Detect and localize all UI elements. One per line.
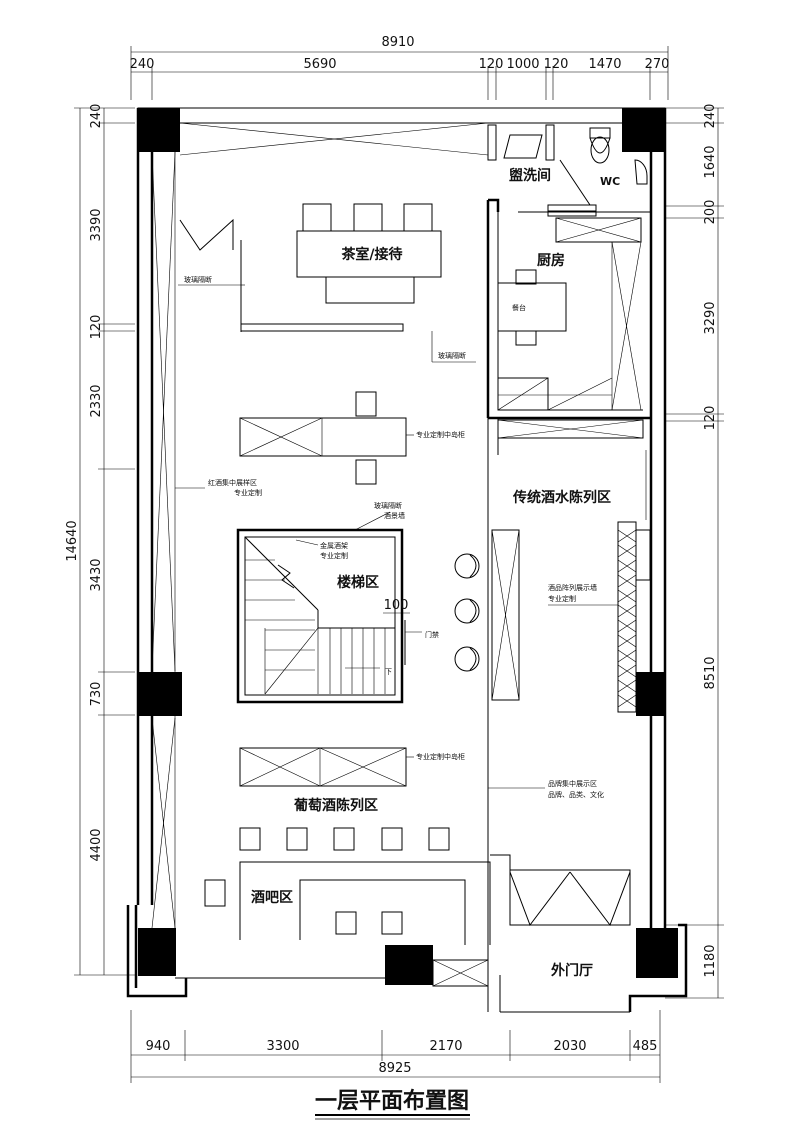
brand-zone-note: 品牌集中展示区 品牌、品类、文化 xyxy=(488,779,604,799)
right-dim-1: 240 xyxy=(703,104,718,129)
brand-note-2: 品牌、品类、文化 xyxy=(548,790,604,799)
island-note-2: 专业定制中岛柜 xyxy=(416,752,465,761)
chair xyxy=(403,203,433,232)
stool xyxy=(335,911,357,935)
stair-down-label: 下 xyxy=(385,668,392,676)
right-dim-2: 1640 xyxy=(703,145,718,178)
metal-rack-note-2: 专业定制 xyxy=(320,551,348,560)
grape-zone-label: 葡萄酒陈列区 xyxy=(293,797,378,814)
exterior-walls xyxy=(126,107,688,1013)
right-dimensions: 240 1640 200 3290 120 8510 1180 xyxy=(665,104,724,999)
left-dim-5: 3430 xyxy=(89,558,104,591)
left-total-dim: 14640 xyxy=(65,520,80,561)
bottom-dim-3: 2170 xyxy=(429,1039,462,1054)
left-dimensions: 14640 240 3390 120 2330 3430 730 4400 xyxy=(65,104,135,976)
traditional-zone-label: 传统酒水陈列区 xyxy=(512,489,611,506)
glass-partition-note-1: 玻璃隔断 xyxy=(184,275,212,284)
left-dim-6: 730 xyxy=(89,682,104,707)
island-note-1: 专业定制中岛柜 xyxy=(416,430,465,439)
kitchen: 厨房 餐台 xyxy=(486,198,651,420)
washroom: 盥洗间 WC xyxy=(487,124,651,217)
bottom-total-dim: 8925 xyxy=(378,1061,411,1076)
glass-scene-note-1: 玻璃隔断 xyxy=(374,501,402,510)
top-dim-4: 1000 xyxy=(506,57,539,72)
bottom-dim-5: 485 xyxy=(633,1039,658,1054)
stool xyxy=(428,827,450,851)
stool xyxy=(333,827,355,851)
top-dim-7: 270 xyxy=(645,57,670,72)
structural-columns xyxy=(138,108,678,985)
chair xyxy=(353,203,383,232)
stool xyxy=(355,459,377,485)
right-dim-3: 200 xyxy=(703,200,718,225)
washroom-label: 盥洗间 xyxy=(509,167,551,184)
kitchen-label: 厨房 xyxy=(537,252,565,269)
traditional-wine-zone: 传统酒水陈列区 酒品阵列展示墙 专业定制 xyxy=(454,418,651,1012)
stool xyxy=(381,911,403,935)
tea-bench xyxy=(325,276,415,304)
top-dim-6: 1470 xyxy=(588,57,621,72)
redwine-note-2: 专业定制 xyxy=(234,488,262,497)
top-dim-5: 120 xyxy=(544,57,569,72)
top-total-dim: 8910 xyxy=(381,35,414,50)
island-cabinet-2: 专业定制中岛柜 xyxy=(239,747,465,787)
door-lock-note: 门禁 xyxy=(425,630,439,639)
tea-room: 茶室/接待 玻璃隔断 玻璃隔断 xyxy=(178,203,476,363)
left-dim-4: 2330 xyxy=(89,384,104,417)
top-dim-1: 240 xyxy=(130,57,155,72)
dining-table xyxy=(497,282,567,332)
stair-dim-100: 100 xyxy=(384,598,409,613)
grape-wine-zone: 葡萄酒陈列区 xyxy=(239,797,450,851)
wine-wall xyxy=(617,521,637,713)
right-dim-7: 1180 xyxy=(703,944,718,977)
stool xyxy=(239,827,261,851)
entrance-foyer: 外门厅 xyxy=(499,869,631,1012)
metal-rack-note-1: 金属酒架 xyxy=(320,541,348,550)
glass-scene-note-2: 酒景墙 xyxy=(384,511,405,520)
bottom-dim-2: 3300 xyxy=(266,1039,299,1054)
chair xyxy=(302,203,332,232)
left-dim-1: 240 xyxy=(89,104,104,129)
drawing-title: 一层平面布置图 xyxy=(315,1088,469,1114)
stair-label: 楼梯区 xyxy=(337,574,379,591)
chair xyxy=(515,330,537,346)
stool xyxy=(286,827,308,851)
brand-note-1: 品牌集中展示区 xyxy=(548,779,597,788)
entrance-label: 外门厅 xyxy=(551,962,593,979)
wine-wall-note-1: 酒品阵列展示墙 xyxy=(548,583,597,592)
stool xyxy=(204,879,226,907)
stool xyxy=(381,827,403,851)
left-dim-3: 120 xyxy=(89,315,104,340)
top-dim-2: 5690 xyxy=(303,57,336,72)
right-dim-6: 8510 xyxy=(703,656,718,689)
red-wine-note: 红酒集中展样区 专业定制 xyxy=(175,478,262,497)
top-dim-3: 120 xyxy=(479,57,504,72)
bar-stool xyxy=(454,598,480,624)
right-dim-4: 3290 xyxy=(703,301,718,334)
bottom-dim-1: 940 xyxy=(146,1039,171,1054)
toilet-icon xyxy=(590,136,610,164)
bottom-dimensions: 940 3300 2170 2030 485 8925 xyxy=(130,1010,661,1083)
redwine-note-1: 红酒集中展样区 xyxy=(208,478,257,487)
glass-partition-note-2: 玻璃隔断 xyxy=(438,351,466,360)
bar-stool xyxy=(454,553,480,579)
right-dim-5: 120 xyxy=(703,406,718,431)
bar-zone-label: 酒吧区 xyxy=(251,890,293,906)
tea-room-label: 茶室/接待 xyxy=(340,246,402,263)
left-dim-2: 3390 xyxy=(89,208,104,241)
wine-wall-note-2: 专业定制 xyxy=(548,594,576,603)
stool xyxy=(355,391,377,417)
chair xyxy=(515,269,537,285)
stair-area: 楼梯区 100 门禁 下 玻璃隔断 酒景墙 金属酒架 专业定制 xyxy=(236,501,439,704)
top-dimensions: 8910 240 5690 120 1000 120 1470 270 xyxy=(130,35,670,100)
bottom-dim-4: 2030 xyxy=(553,1039,586,1054)
wc-label: WC xyxy=(600,175,620,188)
bar-zone: 酒吧区 xyxy=(204,854,511,987)
bar-stool xyxy=(454,646,480,672)
left-dim-7: 4400 xyxy=(89,828,104,861)
island-cabinet-1: 专业定制中岛柜 xyxy=(239,391,465,485)
dining-label: 餐台 xyxy=(512,303,526,312)
glass-partition xyxy=(240,323,404,332)
